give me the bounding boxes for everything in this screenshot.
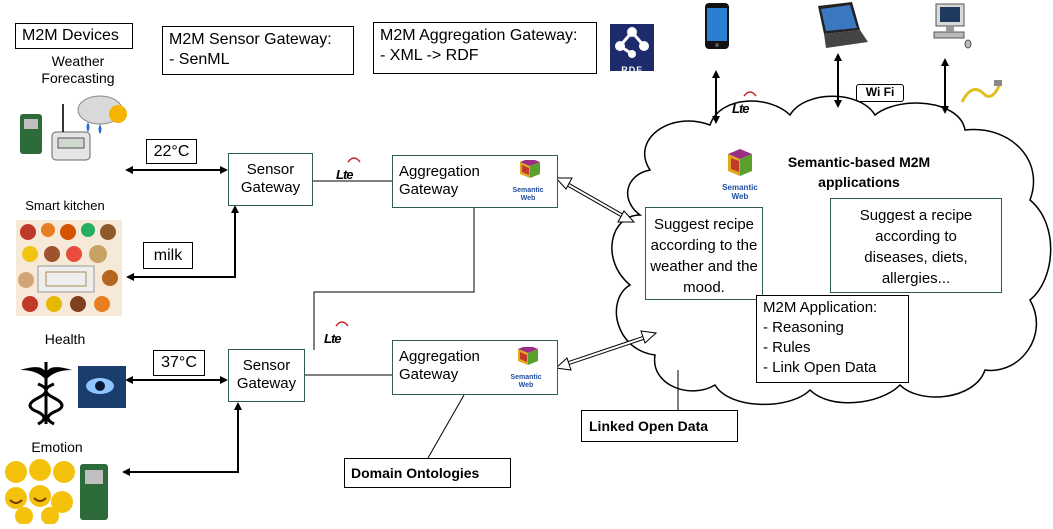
legend-aggregation-gateway: M2M Aggregation Gateway: - XML -> RDF — [373, 22, 597, 74]
semantic-web-text: Semantic Web — [512, 187, 544, 202]
m2m-application-item: - Link Open Data — [763, 359, 877, 376]
semantic-web-text: Semantic Web — [722, 183, 758, 201]
legend-m2m-devices-label: M2M Devices — [22, 27, 119, 44]
legend-sensor-gateway: M2M Sensor Gateway: - SenML — [162, 26, 354, 75]
wifi-text: Wi Fi — [865, 85, 895, 99]
semantic-web-text: Semantic Web — [510, 374, 542, 389]
label-emotion: Emotion — [31, 439, 83, 455]
aggregation-gateway-top-label: Aggregation Gateway — [399, 163, 480, 198]
aggregation-gateway-top: Aggregation Gateway Semantic Web — [392, 155, 558, 208]
rdf-logo-text: RDF — [621, 65, 643, 75]
m2m-application-item: - Reasoning — [763, 319, 844, 336]
laptop-icon — [812, 2, 868, 50]
lte-text: Lte — [324, 331, 342, 346]
lte-icon: Lte — [732, 84, 762, 116]
semantic-web-logo-cloud: Semantic Web — [720, 146, 760, 201]
label-smart-kitchen: Smart kitchen — [25, 198, 105, 213]
sensor-cable-icon — [958, 78, 1004, 108]
lte-icon: Lte — [336, 150, 366, 182]
m2m-application-box: M2M Application: - Reasoning - Rules - L… — [756, 295, 909, 383]
linked-open-data-box: Linked Open Data — [581, 410, 738, 442]
legend-aggregation-gateway-item: - XML -> RDF — [380, 47, 479, 64]
health-devices-image — [16, 360, 128, 426]
sun-icon — [109, 105, 127, 123]
wifi-icon: Wi Fi — [856, 84, 904, 102]
semantic-web-logo: Semantic Web — [503, 158, 553, 203]
legend-sensor-gateway-item: - SenML — [169, 51, 230, 68]
domain-ontologies-box: Domain Ontologies — [344, 458, 511, 488]
reading-temp-bottom: 37°C — [153, 350, 205, 376]
legend-aggregation-gateway-title: M2M Aggregation Gateway: — [380, 27, 578, 44]
m2m-application-item: - Rules — [763, 339, 811, 356]
smart-kitchen-food-image — [16, 220, 122, 316]
lte-icon: Lte — [324, 314, 354, 346]
sensor-gateway-top: Sensor Gateway — [228, 153, 313, 206]
rdf-graph-icon — [615, 27, 649, 58]
weather-devices-image — [18, 92, 130, 164]
legend-m2m-devices: M2M Devices — [15, 23, 133, 49]
legend-sensor-gateway-title: M2M Sensor Gateway: — [169, 31, 332, 48]
aggregation-gateway-bottom-label: Aggregation Gateway — [399, 348, 480, 383]
sensor-gateway-bottom: Sensor Gateway — [228, 349, 305, 402]
rdf-logo: RDF — [610, 24, 654, 75]
reading-milk: milk — [143, 242, 193, 269]
suggest-recipe-disease: Suggest a recipe according to diseases, … — [830, 198, 1002, 293]
suggest-recipe-weather: Suggest recipe according to the weather … — [645, 207, 763, 300]
reading-temp-top: 22°C — [146, 139, 197, 164]
rfid-tag-icon — [37, 265, 95, 293]
caduceus-icon — [20, 362, 72, 426]
emotion-devices-image — [2, 458, 124, 525]
semantic-web-logo: Semantic Web — [501, 345, 551, 390]
desktop-computer-icon — [932, 2, 972, 50]
smartphone-icon — [704, 2, 730, 50]
semantic-web-cube-icon — [728, 149, 752, 176]
emoji-icon — [5, 461, 27, 483]
semantic-web-cube-icon — [520, 158, 540, 178]
lte-text: Lte — [732, 101, 750, 116]
lte-text: Lte — [336, 167, 354, 182]
label-weather-forecasting: Weather Forecasting — [41, 53, 115, 86]
aggregation-gateway-bottom: Aggregation Gateway Semantic Web — [392, 340, 558, 395]
semantic-web-cube-icon — [518, 345, 538, 365]
m2m-application-title: M2M Application: — [763, 299, 878, 316]
label-health: Health — [44, 331, 86, 347]
cloud-title: Semantic-based M2M applications — [787, 154, 931, 190]
